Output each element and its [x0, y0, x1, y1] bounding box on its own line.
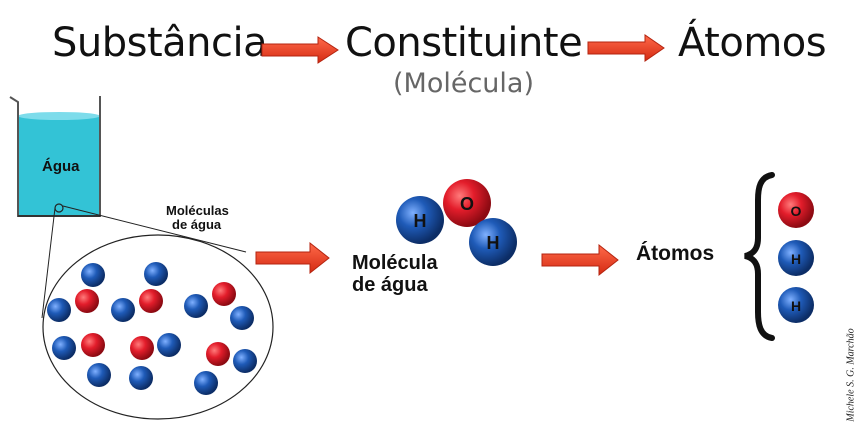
substance-term: Substância — [52, 20, 268, 66]
molecule-atom-h2: H — [487, 233, 500, 253]
header-arrow-1 — [261, 36, 339, 64]
constituent-term: Constituinte — [345, 20, 583, 66]
atom-label-o: O — [791, 203, 802, 219]
oxygen-atom — [443, 179, 491, 227]
atom-label-h1: H — [791, 251, 801, 267]
molecule-label: Molécula de água — [352, 252, 438, 296]
molecule-label-line-2: de água — [352, 274, 428, 296]
zoom-label-line-1: Moléculas — [166, 203, 229, 218]
beaker — [9, 96, 101, 217]
molecule-note: (Molécula) — [393, 68, 534, 99]
curly-brace — [744, 172, 775, 341]
hydrogen-atom-2 — [469, 218, 517, 266]
atoms-term: Átomos — [678, 20, 827, 66]
middle-arrow-1 — [255, 241, 330, 275]
header-arrow-2 — [587, 34, 665, 62]
zoom-label: Moléculas de água — [166, 204, 229, 232]
hydrogen-atom-1 — [396, 196, 444, 244]
beaker-label: Água — [42, 158, 80, 175]
zoomed-water-molecules — [47, 262, 257, 395]
zoom-line-left — [41, 207, 56, 319]
author-credit-text: Michele S. G. Marchão — [845, 327, 857, 422]
middle-arrow-2 — [541, 243, 619, 277]
molecule-label-line-1: Molécula — [352, 252, 438, 274]
author-credit: Michele S. G. Marchão — [843, 312, 859, 437]
molecule-atom-h1: H — [414, 211, 427, 231]
atom-label-h2: H — [791, 298, 801, 314]
atoms-label: Átomos — [636, 242, 715, 265]
molecule-atom-o: O — [460, 194, 474, 214]
water-molecule: H O H — [396, 179, 517, 266]
separate-atoms: O H H — [778, 192, 814, 323]
zoom-line-right — [62, 205, 247, 253]
zoom-label-line-2: de água — [172, 217, 222, 232]
